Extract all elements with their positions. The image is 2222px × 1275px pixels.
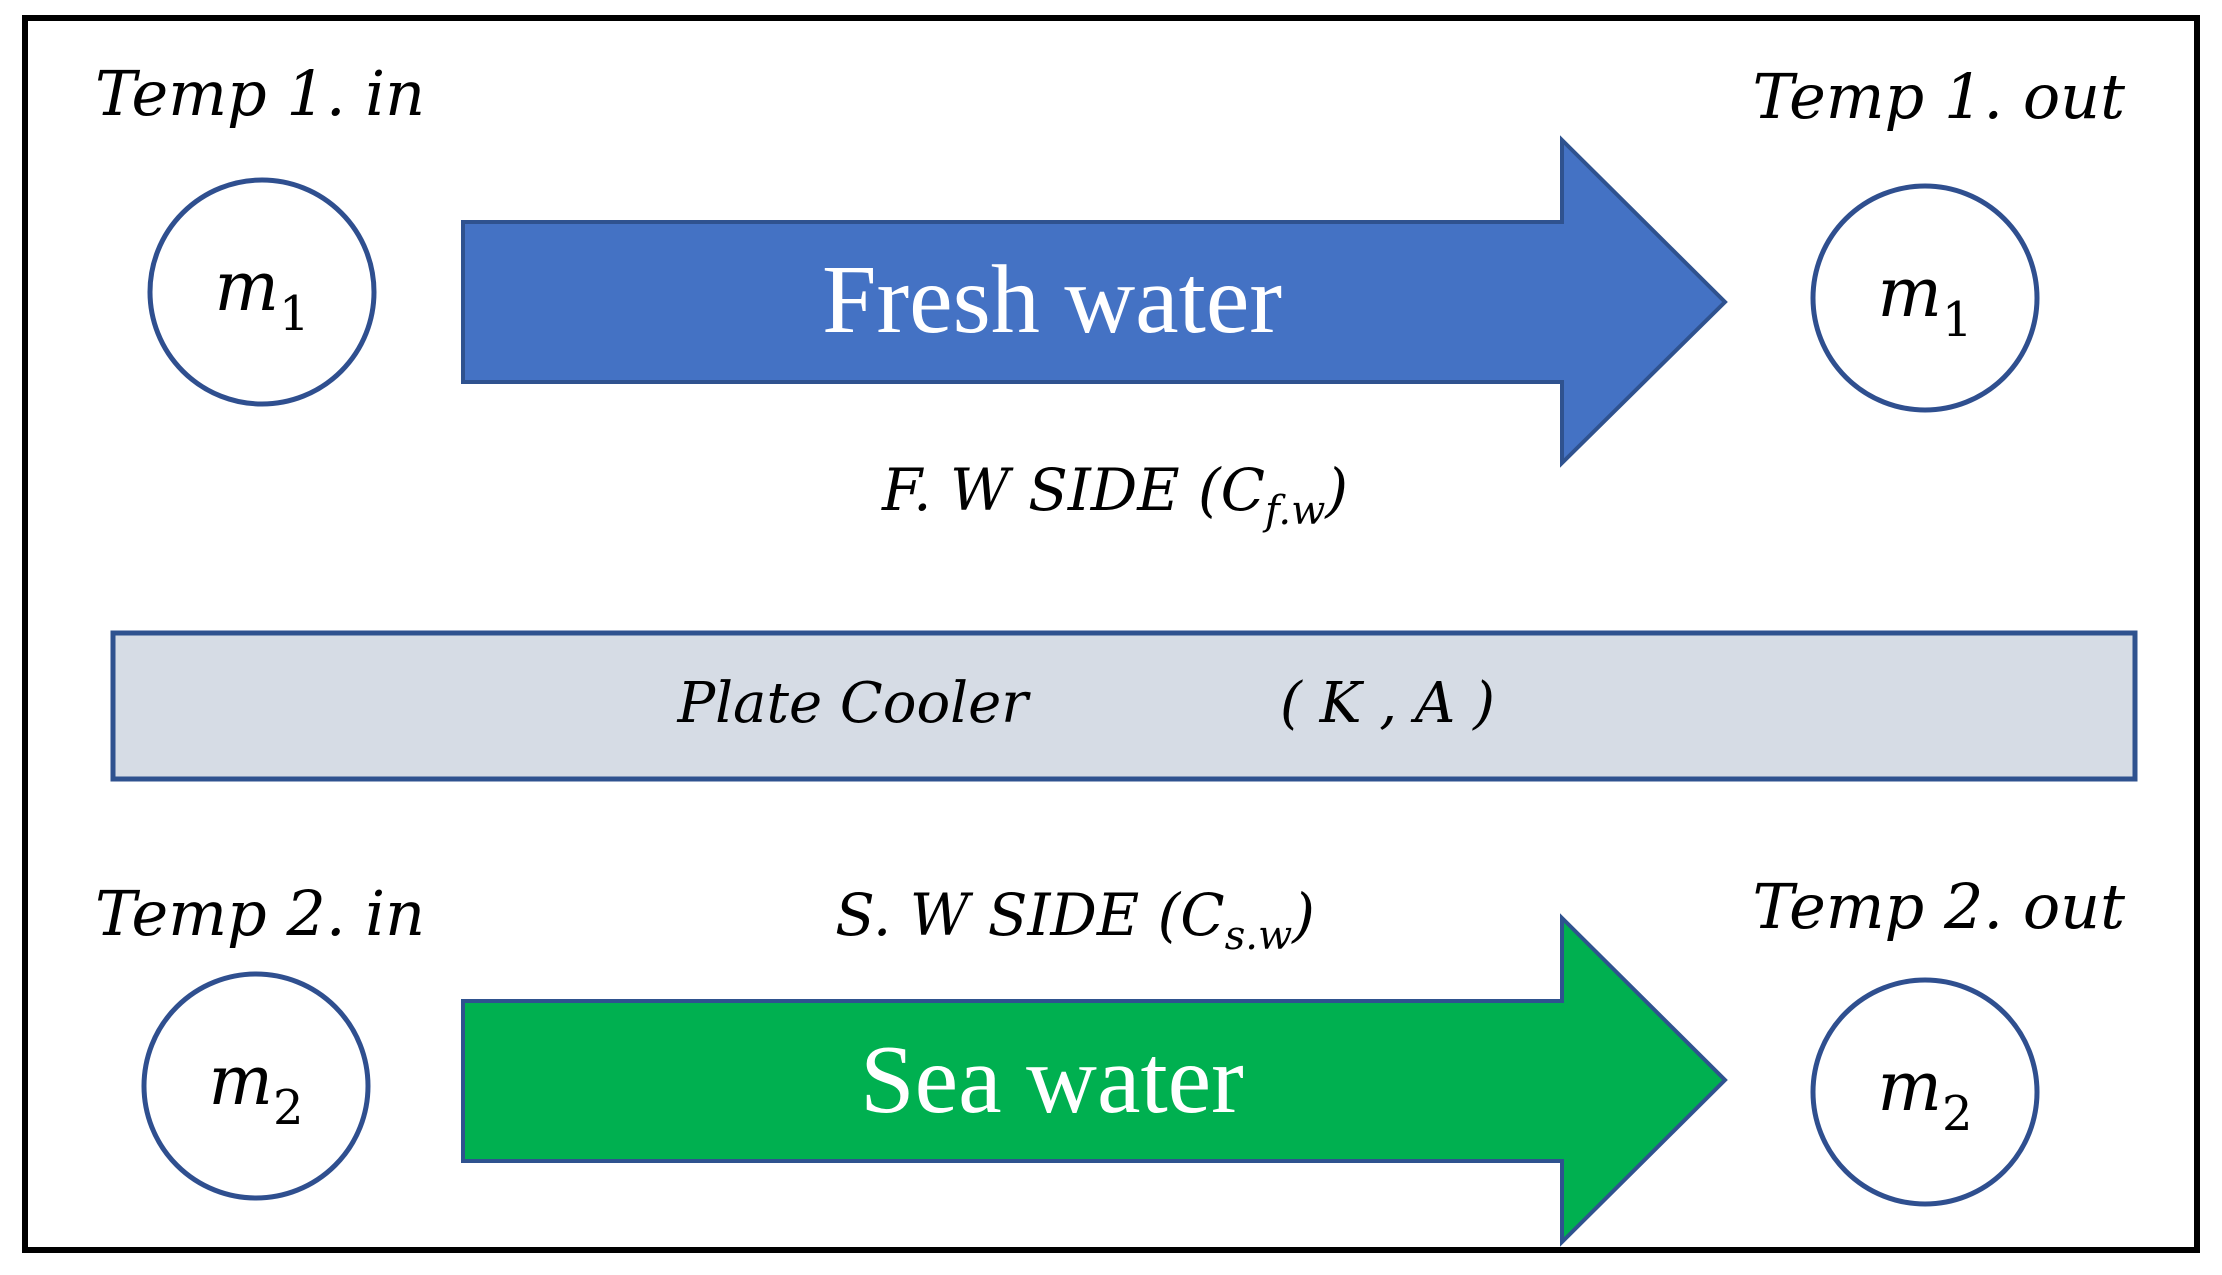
fw-side-label: F. W SIDE (Cf.w)	[881, 456, 1348, 534]
mass-2-in-label: m2	[208, 1042, 303, 1136]
sw-side-label: S. W SIDE (Cs.w)	[835, 881, 1315, 959]
mass-2-in-circle	[141, 971, 371, 1201]
temp-1-in-label: Temp 1. in	[95, 57, 425, 130]
sea-water-label: Sea water	[860, 1026, 1244, 1134]
fresh-water-label: Fresh water	[822, 246, 1282, 354]
mass-2-out-label: m2	[1877, 1048, 1972, 1142]
temp-2-out-label: Temp 2. out	[1753, 870, 2126, 943]
fresh-water-arrow	[461, 135, 1728, 468]
mass-1-in-circle	[147, 177, 377, 407]
mass-1-out-circle	[1810, 183, 2040, 413]
mass-2-out-circle	[1810, 977, 2040, 1207]
plate-cooler-bar	[110, 630, 2138, 782]
mass-1-in-label: m1	[214, 248, 309, 342]
plate-cooler-label: Plate Cooler	[676, 671, 1031, 736]
plate-cooler-params: ( K , A )	[1280, 671, 1495, 736]
temp-2-in-label: Temp 2. in	[95, 877, 425, 950]
temp-1-out-label: Temp 1. out	[1753, 60, 2126, 133]
sea-water-arrow	[461, 913, 1728, 1247]
mass-1-out-label: m1	[1877, 254, 1972, 348]
